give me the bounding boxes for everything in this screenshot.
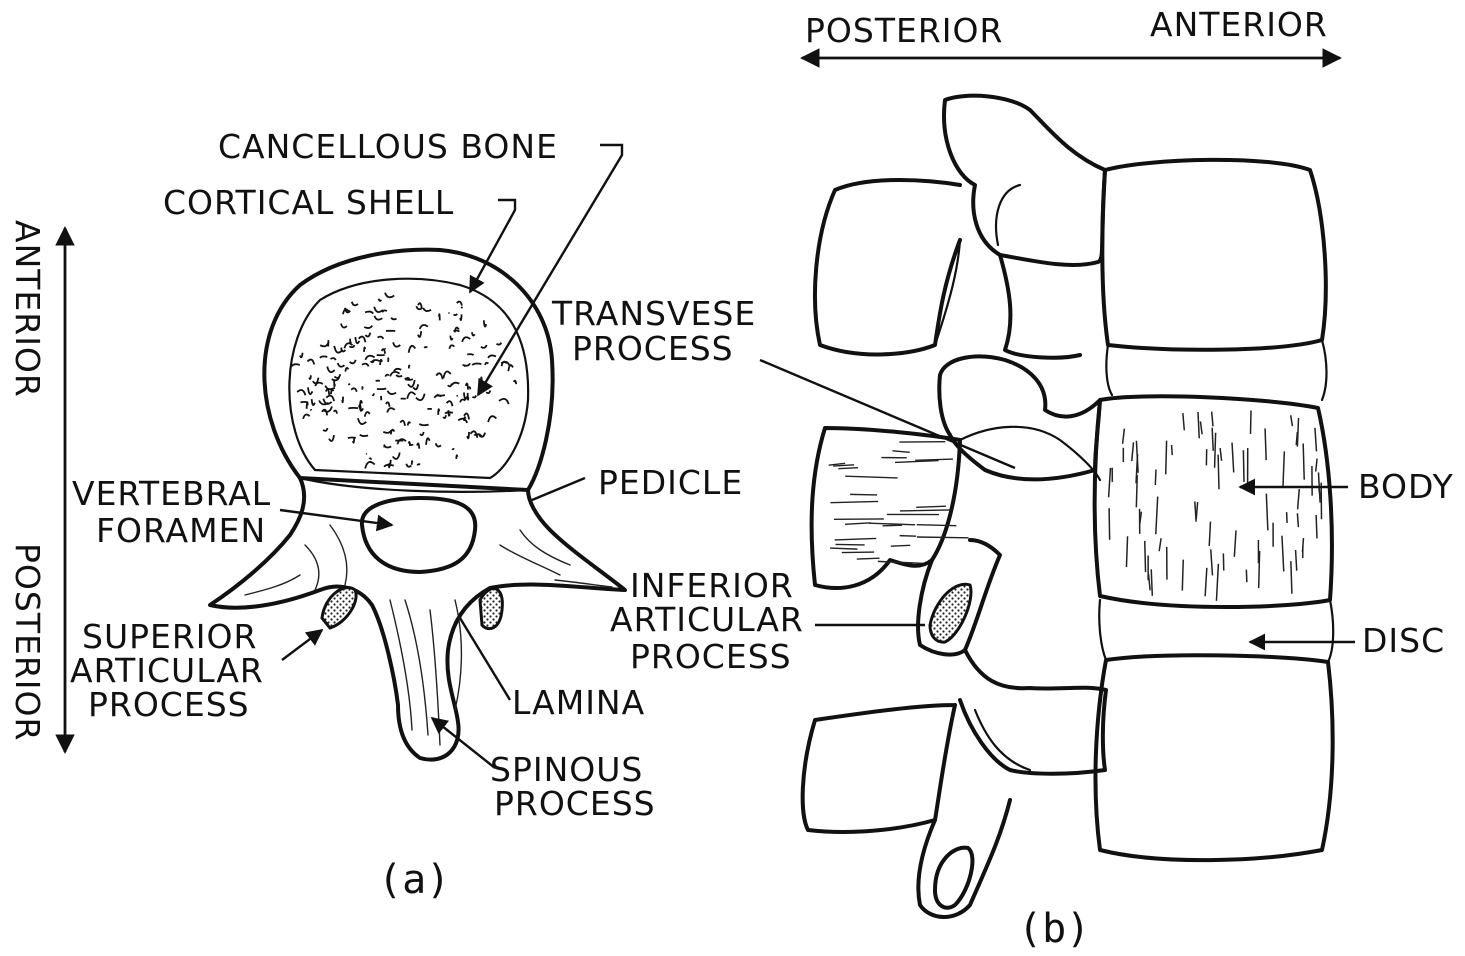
label-vertebral-line-1: VERTEBRAL <box>72 474 271 513</box>
label-spinous-line-2: PROCESS <box>494 784 656 823</box>
upper-facet-curve <box>996 185 1020 245</box>
transverse-hatching <box>829 442 969 564</box>
middle-vertebral-body <box>1095 396 1332 607</box>
label-cancellous-bone: CANCELLOUS BONE <box>218 127 558 166</box>
leader-transverse-process <box>760 360 1015 468</box>
vertebral-foramen <box>362 498 475 572</box>
label-body: BODY <box>1358 467 1454 506</box>
upper-pedicle <box>1000 255 1080 358</box>
label-lamina: LAMINA <box>512 683 645 722</box>
leader-superior-articular <box>282 630 322 660</box>
label-inferior-line-3: PROCESS <box>630 637 792 676</box>
label-cortical-shell: CORTICAL SHELL <box>163 183 454 222</box>
body-hatching <box>1109 411 1322 601</box>
upper-vertebral-body <box>1102 160 1325 350</box>
lower-disc <box>1099 600 1333 662</box>
lower-facet-ellipse <box>935 848 972 908</box>
leader-pedicle <box>532 478 585 500</box>
lower-articular-process <box>960 650 1106 774</box>
label-superior-line-3: PROCESS <box>88 685 250 724</box>
superior-articular-facet-right <box>480 589 502 629</box>
lower-vertebral-body <box>1095 655 1332 860</box>
axis-label-posterior-b: POSTERIOR <box>805 11 1003 50</box>
leader-spinous-process <box>432 718 495 768</box>
middle-transverse-process <box>812 428 960 588</box>
label-vertebral-line-2: FORAMEN <box>96 511 266 550</box>
label-disc: DISC <box>1362 621 1445 660</box>
label-inferior-line-2: ARTICULAR <box>610 600 804 639</box>
middle-articular-superior <box>939 356 1100 479</box>
panel-a-label: (a) <box>378 857 450 903</box>
axis-label-anterior-b: ANTERIOR <box>1150 5 1328 44</box>
panel-a: ANTERIOR POSTERIOR <box>8 127 743 903</box>
panel-b-label: (b) <box>1018 906 1090 952</box>
label-pedicle: PEDICLE <box>598 463 743 502</box>
superior-articular-facet-left <box>322 588 356 628</box>
upper-articular-process <box>944 96 1105 265</box>
label-transverse-line-2: PROCESS <box>572 329 734 368</box>
lower-spinous-process <box>803 705 955 832</box>
axis-label-anterior: ANTERIOR <box>8 220 47 398</box>
upper-spinous-process <box>815 180 960 354</box>
lower-inferior-articular <box>918 800 1010 917</box>
lower-facet-curve <box>975 710 1030 770</box>
leader-lamina <box>460 618 510 700</box>
inferior-facet-shaded <box>930 584 971 642</box>
axis-label-posterior: POSTERIOR <box>8 543 47 741</box>
label-transverse-line-1: TRANSVESE <box>551 294 756 333</box>
cancellous-texture <box>292 293 516 469</box>
